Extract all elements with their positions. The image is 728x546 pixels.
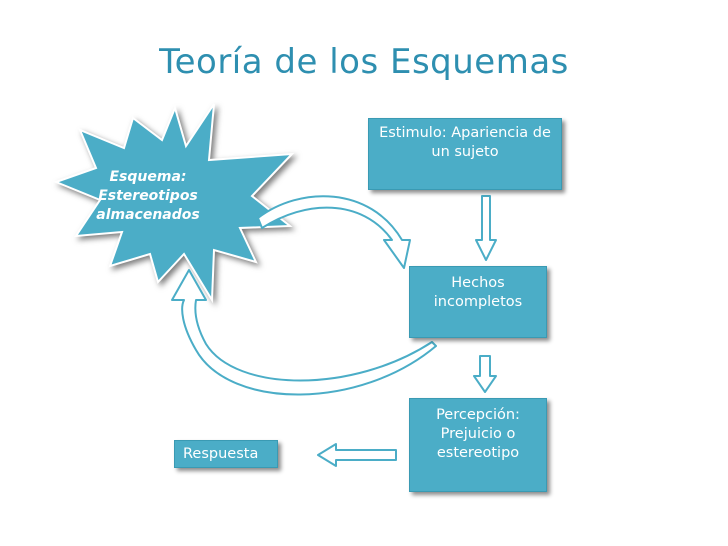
percepcion-line-2: Prejuicio o [440,426,516,442]
esquema-line-1: Esquema: [109,169,187,185]
curved-arrow-upper [257,195,411,269]
down-arrow-1 [475,195,497,261]
curved-arrow-lower [171,269,437,396]
left-arrow [317,443,397,467]
hechos-box: Hechos incompletos [409,266,547,338]
estimulo-line-1: Estimulo: Apariencia de [379,125,551,141]
respuesta-label: Respuesta [183,446,259,462]
hechos-line-1: Hechos [451,275,505,291]
percepcion-line-1: Percepción: [436,407,520,423]
esquema-line-3: almacenados [96,207,200,223]
page-title: Teoría de los Esquemas [159,42,569,82]
estimulo-line-2: un sujeto [431,144,499,160]
percepcion-line-3: estereotipo [436,445,520,461]
estimulo-box: Estimulo: Apariencia de un sujeto [368,118,562,190]
esquema-star-shape [53,103,295,304]
respuesta-box: Respuesta [174,440,278,468]
percepcion-box: Percepción: Prejuicio o estereotipo [409,398,547,492]
down-arrow-2 [473,355,497,393]
esquema-label: Esquema: Estereotipos almacenados [90,168,206,225]
hechos-line-2: incompletos [433,294,523,310]
esquema-line-2: Estereotipos [98,188,198,204]
